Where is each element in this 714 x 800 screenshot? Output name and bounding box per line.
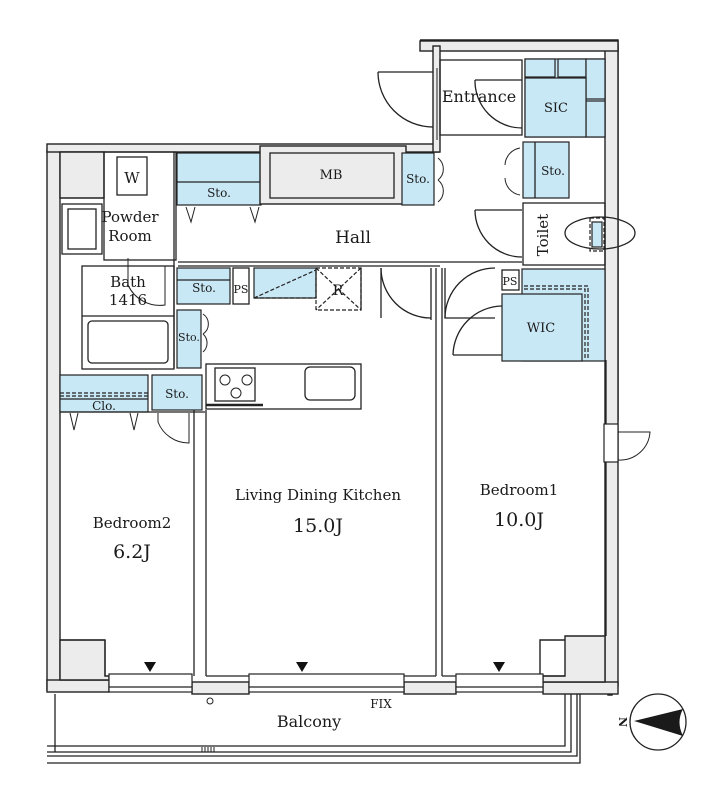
bath-label-line2: 1416 [109, 291, 147, 309]
washer-label: W [124, 169, 140, 187]
ldk-size: 15.0J [293, 515, 343, 537]
toilet-label: Toilet [534, 214, 552, 256]
room-labels: Living Dining Kitchen 15.0J Bedroom2 6.2… [93, 481, 559, 563]
balcony: Balcony FIX [47, 694, 581, 764]
storage-top-right: Sto. [401, 152, 444, 206]
entrance-area: Entrance [377, 59, 523, 140]
storage-label: Sto. [406, 172, 430, 186]
sic-closet: SIC [524, 58, 606, 138]
bathroom: Bath 1416 [81, 258, 175, 370]
sic-label: SIC [544, 101, 568, 116]
powder-room-label-line2: Room [108, 227, 152, 245]
toilet: Toilet [522, 202, 636, 266]
ps-label: PS [234, 283, 249, 296]
fix-window-label: FIX [370, 697, 392, 711]
bedroom2-label: Bedroom2 [93, 514, 172, 532]
compass: N [616, 693, 687, 751]
storage-top-left: Sto. [176, 152, 262, 224]
south-windows [108, 662, 544, 693]
storage-label: Sto. [178, 331, 200, 344]
kitchen-counter [205, 363, 362, 410]
storage-label: Sto. [192, 281, 216, 295]
storage-label: Sto. [541, 164, 565, 178]
hall-label: Hall [335, 228, 371, 248]
entrance-label: Entrance [442, 87, 516, 106]
storage-label: Sto. [165, 387, 189, 401]
bedroom1-label: Bedroom1 [480, 481, 559, 499]
storage-bath-area: Sto. PS Sto. [176, 267, 250, 369]
balcony-label: Balcony [277, 712, 341, 731]
north-label: N [616, 717, 629, 727]
bedroom2-size: 6.2J [113, 541, 151, 563]
ldk-label: Living Dining Kitchen [235, 486, 401, 504]
refrigerator-label: R [333, 283, 344, 299]
north-arrow-icon [634, 709, 683, 736]
hall: Hall [178, 209, 523, 267]
closet-label: Clo. [92, 399, 116, 413]
powder-room-label-line1: Powder [101, 208, 159, 226]
powder-room: W Powder Room [61, 151, 177, 261]
storage-entrance: Sto. [504, 141, 570, 199]
mb-meter-box: MB [259, 145, 407, 205]
storage-label: Sto. [207, 186, 231, 200]
bedroom2-closets: Clo. Sto. [59, 374, 203, 444]
mb-label: MB [320, 168, 343, 183]
wic-label: WIC [527, 321, 555, 336]
refrigerator-area: R [253, 267, 432, 320]
bedroom1-size: 10.0J [494, 509, 544, 531]
partitions [60, 152, 651, 677]
walk-in-closet: PS WIC [444, 267, 606, 362]
ps-label: PS [503, 275, 518, 288]
